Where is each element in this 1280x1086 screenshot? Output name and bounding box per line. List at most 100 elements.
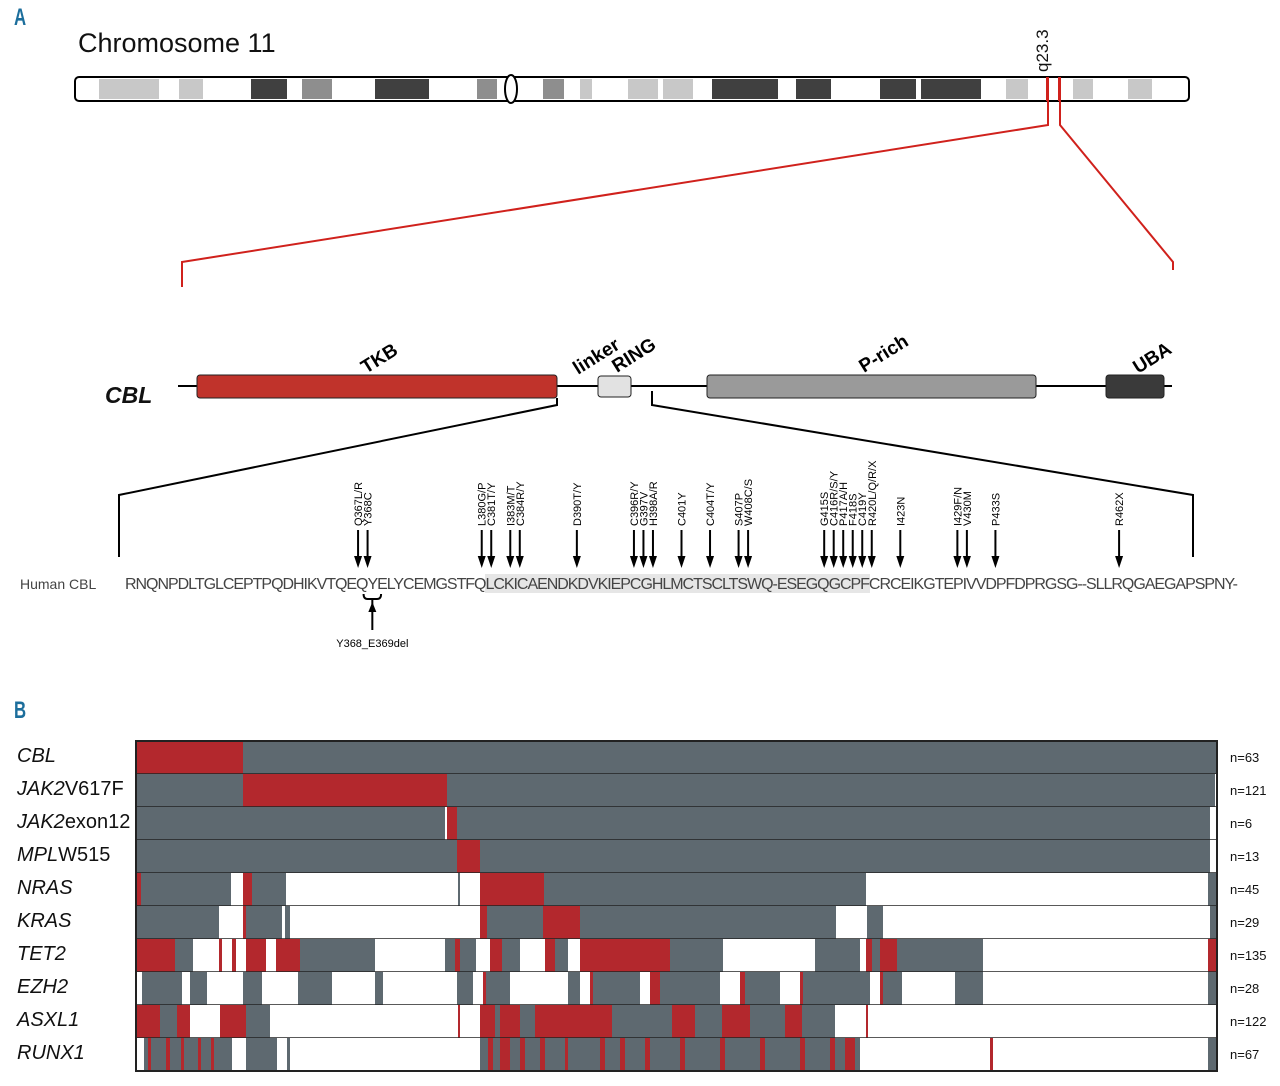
domain-tkb xyxy=(196,374,558,399)
sample-count: n=28 xyxy=(1230,981,1260,996)
heatmap-cell-mutated xyxy=(457,840,480,873)
mutation-label: C381T/Y xyxy=(486,482,498,526)
heatmap-cell-wildtype xyxy=(872,939,880,972)
heatmap-cell-mutated xyxy=(866,939,872,972)
heatmap-cell-mutated xyxy=(1208,939,1217,972)
heatmap-cell-not-tested xyxy=(860,1038,1208,1071)
heatmap-cell-not-tested xyxy=(568,939,580,972)
heatmap-cell-mutated xyxy=(211,1038,214,1071)
heatmap-cell-mutated xyxy=(722,1005,750,1038)
heatmap-cell-mutated xyxy=(990,1038,993,1071)
sequence-label: Human CBL xyxy=(20,576,96,592)
mutation-label: I383M/T xyxy=(505,485,517,526)
heatmap-cell-wildtype xyxy=(142,972,182,1005)
gene-name: ASXL1 xyxy=(17,1009,80,1031)
heatmap-cell-wildtype xyxy=(815,939,860,972)
chromosome-title: Chromosome 11 xyxy=(78,28,276,58)
gene-label: JAK2V617F xyxy=(17,778,124,801)
heatmap-cell-mutated xyxy=(276,939,300,972)
gene-name: JAK2 xyxy=(17,811,65,833)
heatmap-cell-not-tested xyxy=(231,873,243,906)
mutation-label: G397V xyxy=(638,491,650,526)
gene-name: TET2 xyxy=(17,943,66,965)
mutation-label: C384R/Y xyxy=(515,481,527,526)
heatmap-cell-not-tested xyxy=(190,1005,220,1038)
mutation-arrow: C381T/Y xyxy=(486,482,498,568)
heatmap-cell-wildtype xyxy=(480,840,1210,873)
mutation-arrow: W408C/S xyxy=(743,479,755,568)
heatmap-cell-wildtype xyxy=(458,873,460,906)
heatmap-cell-mutated xyxy=(136,1005,160,1038)
mutation-arrow: I429F/N xyxy=(952,487,964,568)
heatmap-cell-not-tested xyxy=(182,972,190,1005)
heatmap-cell-wildtype xyxy=(802,1005,835,1038)
heatmap-cell-wildtype xyxy=(160,1005,177,1038)
heatmap-cell-wildtype xyxy=(287,1038,290,1071)
arrow-head-icon xyxy=(848,556,857,568)
heatmap-cell-wildtype xyxy=(136,774,243,807)
heatmap-cell-mutated xyxy=(650,972,660,1005)
heatmap-cell-not-tested xyxy=(510,972,568,1005)
sample-count: n=67 xyxy=(1230,1047,1260,1062)
band-label: q23.3 xyxy=(1033,29,1052,72)
heatmap-cell-wildtype xyxy=(660,972,720,1005)
heatmap-row-ezh2 xyxy=(136,972,1217,1006)
zoom-line-seq-left xyxy=(118,398,558,557)
heatmap-cell-mutated xyxy=(219,939,222,972)
heatmap-cell-mutated xyxy=(720,1038,725,1071)
mutation-arrow: C384R/Y xyxy=(515,481,527,568)
heatmap-cell-mutated xyxy=(447,807,457,840)
heatmap-cell-mutated xyxy=(565,1038,568,1071)
mutation-label: G415S xyxy=(819,492,831,526)
mutation-label: L380G/P xyxy=(477,483,489,526)
heatmap-cell-not-tested xyxy=(476,939,490,972)
heatmap-cell-mutated xyxy=(136,873,141,906)
sample-count: n=121 xyxy=(1230,783,1267,798)
heatmap-cell-not-tested xyxy=(445,807,447,840)
mutation-arrow: P417A/H xyxy=(838,482,850,568)
heatmap-cell-not-tested xyxy=(207,972,243,1005)
heatmap-cell-mutated xyxy=(800,972,803,1005)
arrow-head-icon xyxy=(896,556,905,568)
heatmap-cell-not-tested xyxy=(866,873,1208,906)
heatmap-cell-wildtype xyxy=(218,1038,232,1071)
gene-name: CBL xyxy=(17,745,56,767)
heatmap-cell-mutated xyxy=(500,1038,510,1071)
heatmap-cell-wildtype xyxy=(883,972,902,1005)
arrow-head-icon xyxy=(953,556,962,568)
gene-name: KRAS xyxy=(17,910,72,932)
chromosome-ideogram xyxy=(74,74,1190,104)
gene-label: ASXL1 xyxy=(17,1009,79,1032)
heatmap-cell-wildtype xyxy=(246,906,282,939)
heatmap-cell-wildtype xyxy=(1210,906,1217,939)
heatmap-row-nras xyxy=(136,873,1217,907)
arrow-head-icon xyxy=(629,556,638,568)
arrow-head-icon xyxy=(839,556,848,568)
deletion-marker: Y368_E369del xyxy=(336,593,408,650)
arrow-head-icon xyxy=(962,556,971,568)
heatmap-cell-not-tested xyxy=(236,939,246,972)
mutation-label: S407P xyxy=(734,493,746,526)
heatmap-cell-mutated xyxy=(458,1005,460,1038)
heatmap-cell-mutated xyxy=(220,1005,246,1038)
heatmap-cell-not-tested xyxy=(136,972,142,1005)
heatmap-cell-wildtype xyxy=(1208,873,1217,906)
arrow-head-icon xyxy=(572,556,581,568)
heatmap-cell-not-tested xyxy=(902,972,955,1005)
arrow-head-icon xyxy=(991,556,1000,568)
mutation-label: W408C/S xyxy=(743,479,755,526)
arrow-head-icon xyxy=(506,556,515,568)
heatmap-cell-wildtype xyxy=(375,972,383,1005)
heatmap-cell-mutated xyxy=(136,939,175,972)
heatmap-cell-wildtype xyxy=(457,972,473,1005)
heatmap-cell-not-tested xyxy=(1210,840,1217,873)
mutation-arrow: V430M xyxy=(962,491,974,568)
heatmap-cell-wildtype xyxy=(190,972,207,1005)
heatmap-cell-mutated xyxy=(543,906,580,939)
gene-name: JAK2 xyxy=(17,778,65,800)
heatmap-cell-mutated xyxy=(620,1038,625,1071)
heatmap-cell-wildtype xyxy=(285,906,290,939)
heatmap-cell-not-tested xyxy=(286,873,458,906)
heatmap-cell-wildtype xyxy=(175,939,193,972)
